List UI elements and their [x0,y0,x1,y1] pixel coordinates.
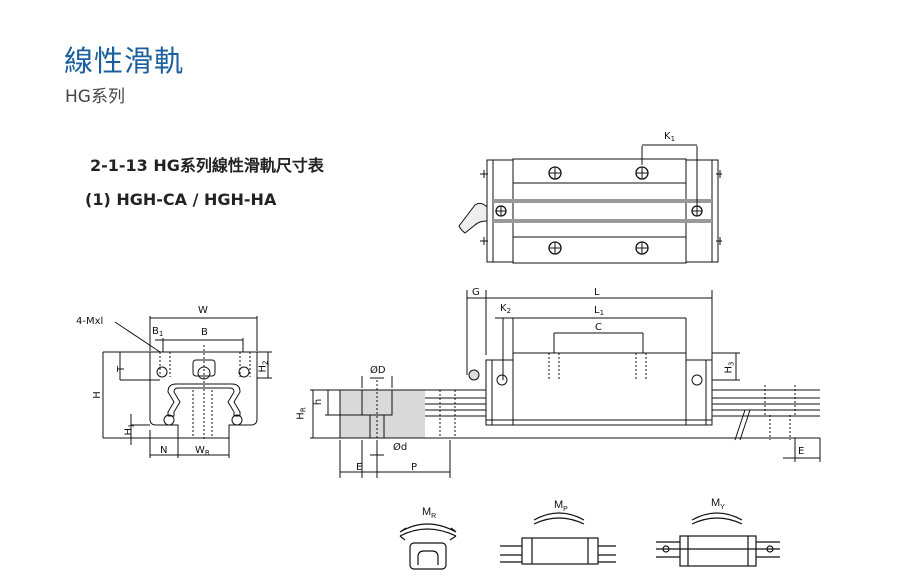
dim-g: G [472,287,480,298]
dim-e: E [356,462,363,473]
page-title: 線性滑軌 [64,44,185,78]
dim-k1: K1 [664,131,676,143]
dim-e-right: E [798,446,805,457]
moment-my-label: MY [711,497,725,512]
dim-b1: B1 [152,326,164,338]
dim-w: W [198,305,208,316]
moment-icons [399,512,780,570]
dim-h2: H2 [257,360,270,373]
section-subheading: (1) HGH-CA / HGH-HA [85,190,277,209]
moment-mp-label: MP [554,499,568,514]
side-view [310,290,821,478]
section-heading: 2-1-13 HG系列線性滑軌尺寸表 [90,156,324,175]
dim-b: B [201,327,208,338]
dim-h-small: h [313,398,325,406]
page-subtitle: HG系列 [65,87,125,107]
dim-c: C [595,322,602,333]
dim-d-large: ØD [370,365,386,376]
dim-hr: HR [295,407,308,420]
front-view [102,316,272,458]
dim-t: T [116,365,128,373]
dim-p: P [411,462,418,473]
top-view [458,144,722,264]
dim-l: L [594,287,600,298]
moment-mr-label: MR [422,506,437,521]
dim-wr: WR [195,445,210,457]
dim-k2: K2 [500,303,512,315]
dim-h1: H1 [123,423,136,436]
dim-n: N [160,445,168,456]
dim-h3: H3 [723,361,736,374]
dim-d-small: Ød [393,442,408,453]
dim-h: H [91,391,103,399]
dim-l1: L1 [594,305,605,317]
dim-mxl: 4-Mxl [76,316,104,327]
